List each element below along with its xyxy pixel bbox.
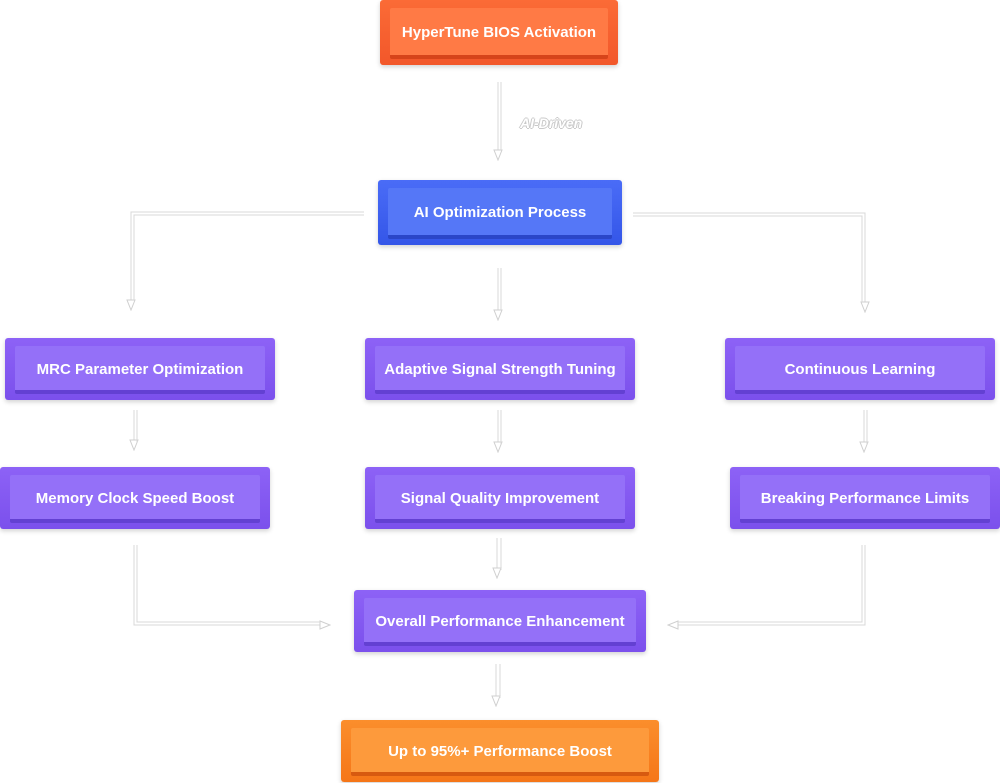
node-label: Overall Performance Enhancement	[375, 612, 625, 630]
node-continuous-learning: Continuous Learning	[725, 338, 995, 400]
node-adaptive-signal-strength: Adaptive Signal Strength Tuning	[365, 338, 635, 400]
node-label: AI Optimization Process	[413, 204, 587, 221]
node-label: Breaking Performance Limits	[760, 489, 970, 507]
node-performance-boost-result: Up to 95%+ Performance Boost	[341, 720, 659, 782]
node-label: MRC Parameter Optimization	[36, 360, 244, 378]
edge-process-to-learning	[633, 212, 865, 312]
node-ai-optimization-process: AI Optimization Process	[378, 180, 622, 245]
edge-breaking-to-overall	[668, 545, 866, 625]
node-label: Adaptive Signal Strength Tuning	[384, 360, 616, 378]
edge-memory-to-overall	[133, 545, 330, 625]
edge-process-to-mrc	[131, 211, 364, 310]
node-overall-performance-enhancement: Overall Performance Enhancement	[354, 590, 646, 652]
node-label: Up to 95%+ Performance Boost	[388, 742, 612, 760]
node-label: Signal Quality Improvement	[400, 489, 600, 507]
node-label: HyperTune BIOS Activation	[401, 24, 597, 41]
node-breaking-performance-limits: Breaking Performance Limits	[730, 467, 1000, 529]
edge-label-ai-driven: AI-Driven	[520, 115, 583, 131]
node-signal-quality-improvement: Signal Quality Improvement	[365, 467, 635, 529]
node-memory-clock-speed-boost: Memory Clock Speed Boost	[0, 467, 270, 529]
node-label: Continuous Learning	[784, 360, 936, 378]
node-hypertune-activation: HyperTune BIOS Activation	[380, 0, 618, 65]
node-mrc-parameter-optimization: MRC Parameter Optimization	[5, 338, 275, 400]
node-label: Memory Clock Speed Boost	[35, 489, 235, 507]
